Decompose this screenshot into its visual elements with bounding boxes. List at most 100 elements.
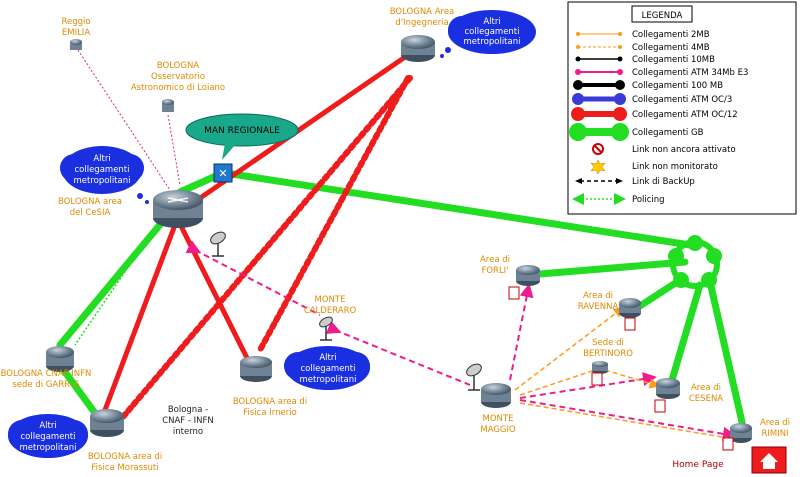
link-man-ring	[228, 170, 694, 249]
cloud-irnerio-line-2: collegamenti	[300, 364, 355, 374]
label-cnaf-interno-2: CNAF - INFN	[162, 416, 214, 426]
cloud-cesia-line-2: collegamenti	[74, 165, 129, 175]
satellite-dish-maggio-icon	[466, 363, 482, 391]
label-morassuti-1: BOLOGNA area di	[88, 452, 162, 462]
gb-links	[56, 168, 746, 426]
legend-item-2: Collegamenti 4MB	[632, 43, 710, 53]
man-regionale-label: MAN REGIONALE	[204, 126, 280, 136]
link-ring-ravenna	[636, 276, 684, 310]
cloud-morassuti-line-1: Altri	[39, 421, 56, 431]
link-cnaf-morassuti	[56, 361, 104, 424]
legend-item-12: Policing	[632, 195, 665, 205]
link-maggio-forli	[509, 283, 534, 381]
svg-text:✕: ✕	[218, 167, 227, 180]
node-labels: Reggio EMILIA BOLOGNA Osservatorio Astro…	[1, 7, 790, 473]
link-ring-cesena	[668, 281, 704, 384]
legend-item-10: Link non monitorato	[632, 162, 718, 172]
link-cesia-cnaf	[56, 211, 172, 349]
link-bertinoro-cesena	[604, 369, 661, 389]
legend-item-9: Link non ancora attivato	[632, 145, 736, 155]
link-maggio-cesena	[519, 372, 657, 399]
link-ingegneria-morassuti-backup	[109, 75, 413, 433]
router-cesia-icon	[153, 190, 203, 228]
router-forli-icon	[516, 265, 540, 286]
router-cnaf-icon	[46, 346, 74, 372]
router-ravenna-icon	[619, 298, 641, 318]
cloud-morassuti-line-2: collegamenti	[20, 432, 75, 442]
label-ingegneria-1: BOLOGNA Area	[390, 7, 455, 17]
link-calderaro-maggio	[325, 320, 471, 386]
label-ravenna-2: RAVENNA	[578, 302, 619, 312]
label-loiano-3: Astronomico di Loiano	[131, 83, 225, 93]
router-loiano-icon	[162, 99, 174, 112]
label-reggio-2: EMILIA	[62, 28, 90, 38]
label-rimini-2: RIMINI	[761, 429, 788, 439]
link-cesia-calderaro	[185, 240, 321, 316]
cloud-top-line-2: collegamenti	[464, 27, 519, 37]
legend-item-6: Collegamenti ATM OC/3	[632, 95, 732, 105]
label-cnaf-2: sede di GARR-G	[12, 380, 79, 390]
cloud-cesia-line-1: Altri	[93, 154, 110, 164]
link-maggio-ravenna	[514, 306, 625, 391]
not-monitored-icon	[590, 159, 606, 175]
router-morassuti-icon	[90, 409, 124, 437]
router-maggio-icon	[481, 383, 511, 408]
label-calderaro-1: MONTE	[315, 295, 346, 305]
label-reggio-1: Reggio	[61, 17, 90, 27]
legend-item-7: Collegamenti ATM OC/12	[632, 110, 738, 120]
link-cesia-irnerio	[179, 225, 251, 363]
home-page-link[interactable]: Home Page	[672, 446, 787, 474]
label-bertinoro-1: Sede di	[592, 338, 624, 348]
cloud-irnerio-line-3: metropolitani	[300, 375, 357, 385]
label-cnaf-1: BOLOGNA CNAF INFN	[1, 369, 92, 379]
link-maggio-bertinoro	[519, 369, 596, 396]
legend-title: LEGENDA	[642, 11, 683, 21]
label-irnerio-1: BOLOGNA area di	[233, 397, 307, 407]
label-forli-1: Area di	[480, 255, 510, 265]
cloud-cesia-line-3: metropolitani	[74, 176, 131, 186]
man-regionale-bubble: MAN REGIONALE	[185, 113, 299, 160]
atm-switch-icon: ✕	[213, 163, 233, 183]
legend-item-11: Link di BackUp	[632, 177, 695, 187]
satellite-dish-calderaro-icon	[319, 316, 333, 341]
legend-item-8: Collegamenti GB	[632, 128, 704, 138]
router-reggio-icon	[70, 39, 82, 50]
home-page-label[interactable]: Home Page	[672, 460, 724, 470]
legend-item-3: Collegamenti 10MB	[632, 55, 715, 65]
link-ring-forli	[536, 258, 689, 278]
cloud-irnerio-line-1: Altri	[319, 353, 336, 363]
satellite-dish-icon	[210, 231, 226, 257]
label-calderaro-2: CALDERARO	[304, 306, 357, 316]
label-cesia-1: BOLOGNA area	[58, 197, 122, 207]
cloud-irnerio: Altri collegamenti metropolitani	[284, 346, 370, 390]
router-irnerio-icon	[240, 356, 272, 382]
label-irnerio-2: Fisica Irnerio	[243, 408, 297, 418]
router-bertinoro-icon	[592, 361, 608, 374]
label-cesia-2: del CeSIA	[70, 208, 111, 218]
cloud-top-line-3: metropolitani	[464, 37, 521, 47]
legend-item-1: Collegamenti 2MB	[632, 30, 710, 40]
cloud-cesia: Altri collegamenti metropolitani	[60, 146, 149, 204]
orange-links	[514, 306, 729, 439]
label-cnaf-interno-1: Bologna -	[168, 405, 208, 415]
label-maggio-2: MAGGIO	[480, 425, 516, 435]
atm34-links	[185, 240, 737, 441]
gb-ring	[668, 235, 722, 289]
legend: LEGENDA Collegamenti 2MB Collegamenti 4M…	[567, 1, 797, 215]
router-cesena-icon	[656, 378, 680, 399]
label-rimini-1: Area di	[760, 418, 790, 428]
cloud-top-line-1: Altri	[483, 17, 500, 27]
legend-item-4: Collegamenti ATM 34Mb E3	[632, 68, 748, 78]
cloud-morassuti: Altri collegamenti metropolitani	[8, 414, 88, 458]
link-loiano-cesia	[167, 114, 181, 186]
label-cesena-1: Area di	[691, 383, 721, 393]
legend-item-5: Collegamenti 100 MB	[632, 81, 723, 91]
link-cesia-morassuti	[102, 222, 178, 413]
link-maggio-rimini	[519, 399, 737, 441]
label-ravenna-1: Area di	[583, 291, 613, 301]
label-loiano-2: Osservatorio	[151, 72, 205, 82]
router-rimini-icon	[730, 423, 752, 443]
link-maggio-rimini-2mb	[519, 402, 729, 439]
router-ingegneria-icon	[401, 35, 435, 62]
